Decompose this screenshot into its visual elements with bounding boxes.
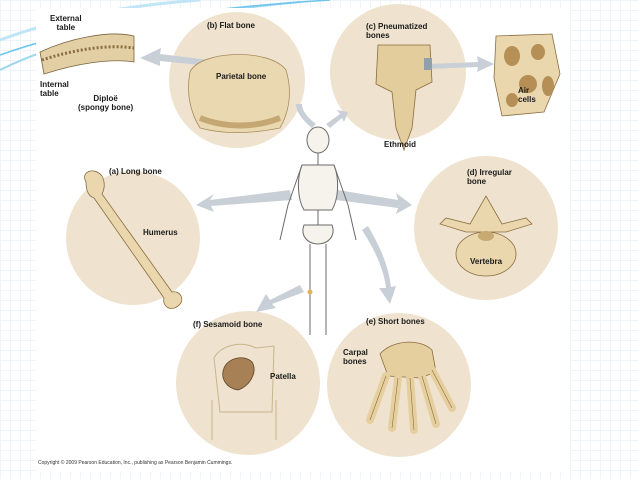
carpal-bones-icon [366, 341, 456, 434]
air-cells-icon [493, 33, 561, 117]
arrow-to-long-bone [196, 190, 292, 212]
vertebra-icon [439, 195, 533, 277]
skull-section-icon [39, 33, 135, 75]
label-parietal-bone: Parietal bone [216, 72, 267, 81]
arrow-to-flat [296, 104, 316, 128]
arrow-to-irregular [336, 190, 412, 214]
arrow-to-pneumatized [326, 110, 348, 128]
label-patella: Patella [270, 372, 296, 381]
label-internal-table: Internal table [40, 80, 69, 98]
parietal-bone-icon [188, 54, 290, 133]
arrows [140, 48, 494, 312]
title-short-bones: (e) Short bones [366, 317, 425, 326]
arrow-to-sesamoid [256, 285, 304, 312]
title-flat-bone: (b) Flat bone [207, 21, 255, 30]
skeleton-figure [279, 126, 357, 335]
label-diploe: Diploë (spongy bone) [78, 94, 134, 112]
label-ethmoid: Ethmoid [384, 140, 416, 149]
arrow-to-flat-detail [140, 48, 210, 66]
patella-icon [211, 343, 277, 440]
humerus-icon [84, 170, 183, 309]
title-pneumatized-bones: (c) Pneumatized bones [366, 22, 428, 40]
title-irregular-bone: (d) Irregular bone [467, 168, 512, 186]
title-sesamoid-bone: (f) Sesamoid bone [193, 320, 263, 329]
title-long-bone: (a) Long bone [109, 167, 162, 176]
copyright-text: Copyright © 2009 Pearson Education, Inc.… [38, 460, 233, 466]
label-external-table: External table [50, 14, 82, 32]
arrow-to-air-cells [428, 56, 494, 72]
label-vertebra: Vertebra [470, 257, 503, 266]
ethmoid-icon [375, 44, 433, 152]
arrow-to-short [362, 226, 396, 304]
label-air-cells: Air cells [518, 86, 536, 104]
label-humerus: Humerus [143, 228, 178, 237]
label-carpal-bones: Carpal bones [343, 348, 368, 366]
